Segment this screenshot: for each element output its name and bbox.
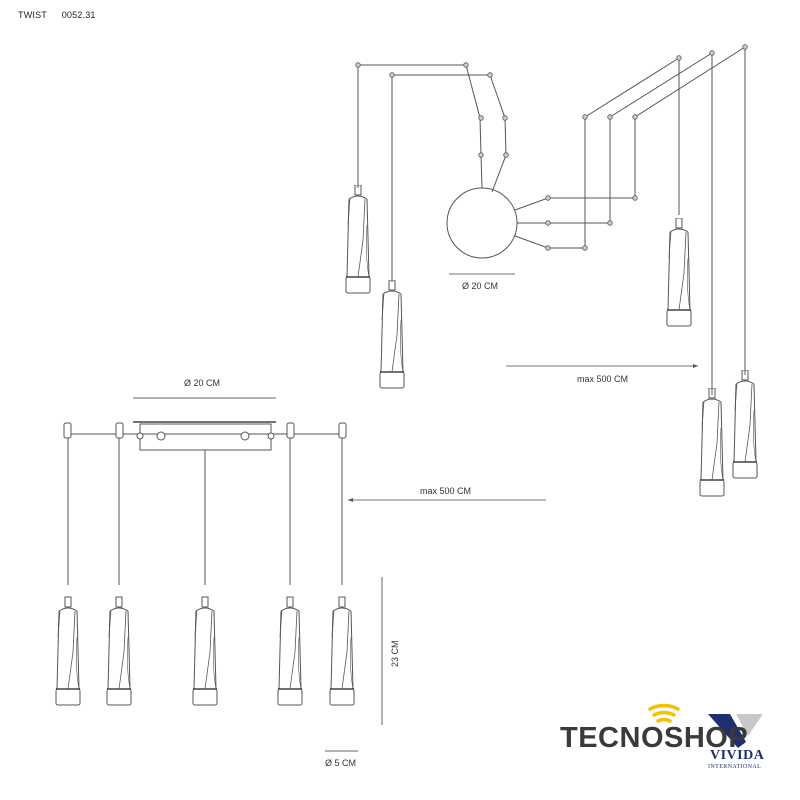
- front-pendant-4: [277, 595, 303, 707]
- product-code: 0052.31: [61, 10, 96, 20]
- brand-name: TECNOSHOP: [560, 722, 749, 754]
- top-pendant-1: [345, 185, 371, 294]
- front-view: [63, 397, 546, 752]
- vivida-v-icon: [708, 714, 763, 748]
- top-cable-length-label: max 500 CM: [577, 374, 629, 384]
- pendant-diameter-label: Ø 5 CM: [325, 758, 357, 768]
- front-pendant-1: [55, 595, 81, 707]
- front-pendant-2: [106, 595, 132, 707]
- front-canopy-diameter-label: Ø 20 CM: [184, 378, 221, 388]
- top-canopy: [446, 187, 518, 259]
- front-cable-length-label: max 500 CM: [420, 486, 472, 496]
- top-view: [355, 44, 748, 395]
- wifi-icon: [648, 703, 680, 723]
- tecnoshop-vivida-logo: TECNOSHOP VIVIDA INTERNATIONAL: [558, 700, 778, 780]
- top-pendant-2: [379, 280, 405, 389]
- top-canopy-diameter-label: Ø 20 CM: [462, 281, 499, 291]
- product-title: TWIST 0052.31: [18, 10, 108, 20]
- front-pendant-3: [192, 595, 218, 707]
- pendant-height-label: 23 CM: [390, 640, 400, 667]
- partner-subtitle: INTERNATIONAL: [708, 764, 762, 770]
- front-pendant-5: [329, 595, 355, 707]
- top-pendant-4: [699, 388, 725, 497]
- logo-graphics: [648, 703, 763, 748]
- top-pendant-5: [732, 370, 758, 479]
- partner-name: VIVIDA: [710, 748, 765, 763]
- product-name: TWIST: [18, 10, 47, 20]
- top-pendant-3: [666, 218, 692, 327]
